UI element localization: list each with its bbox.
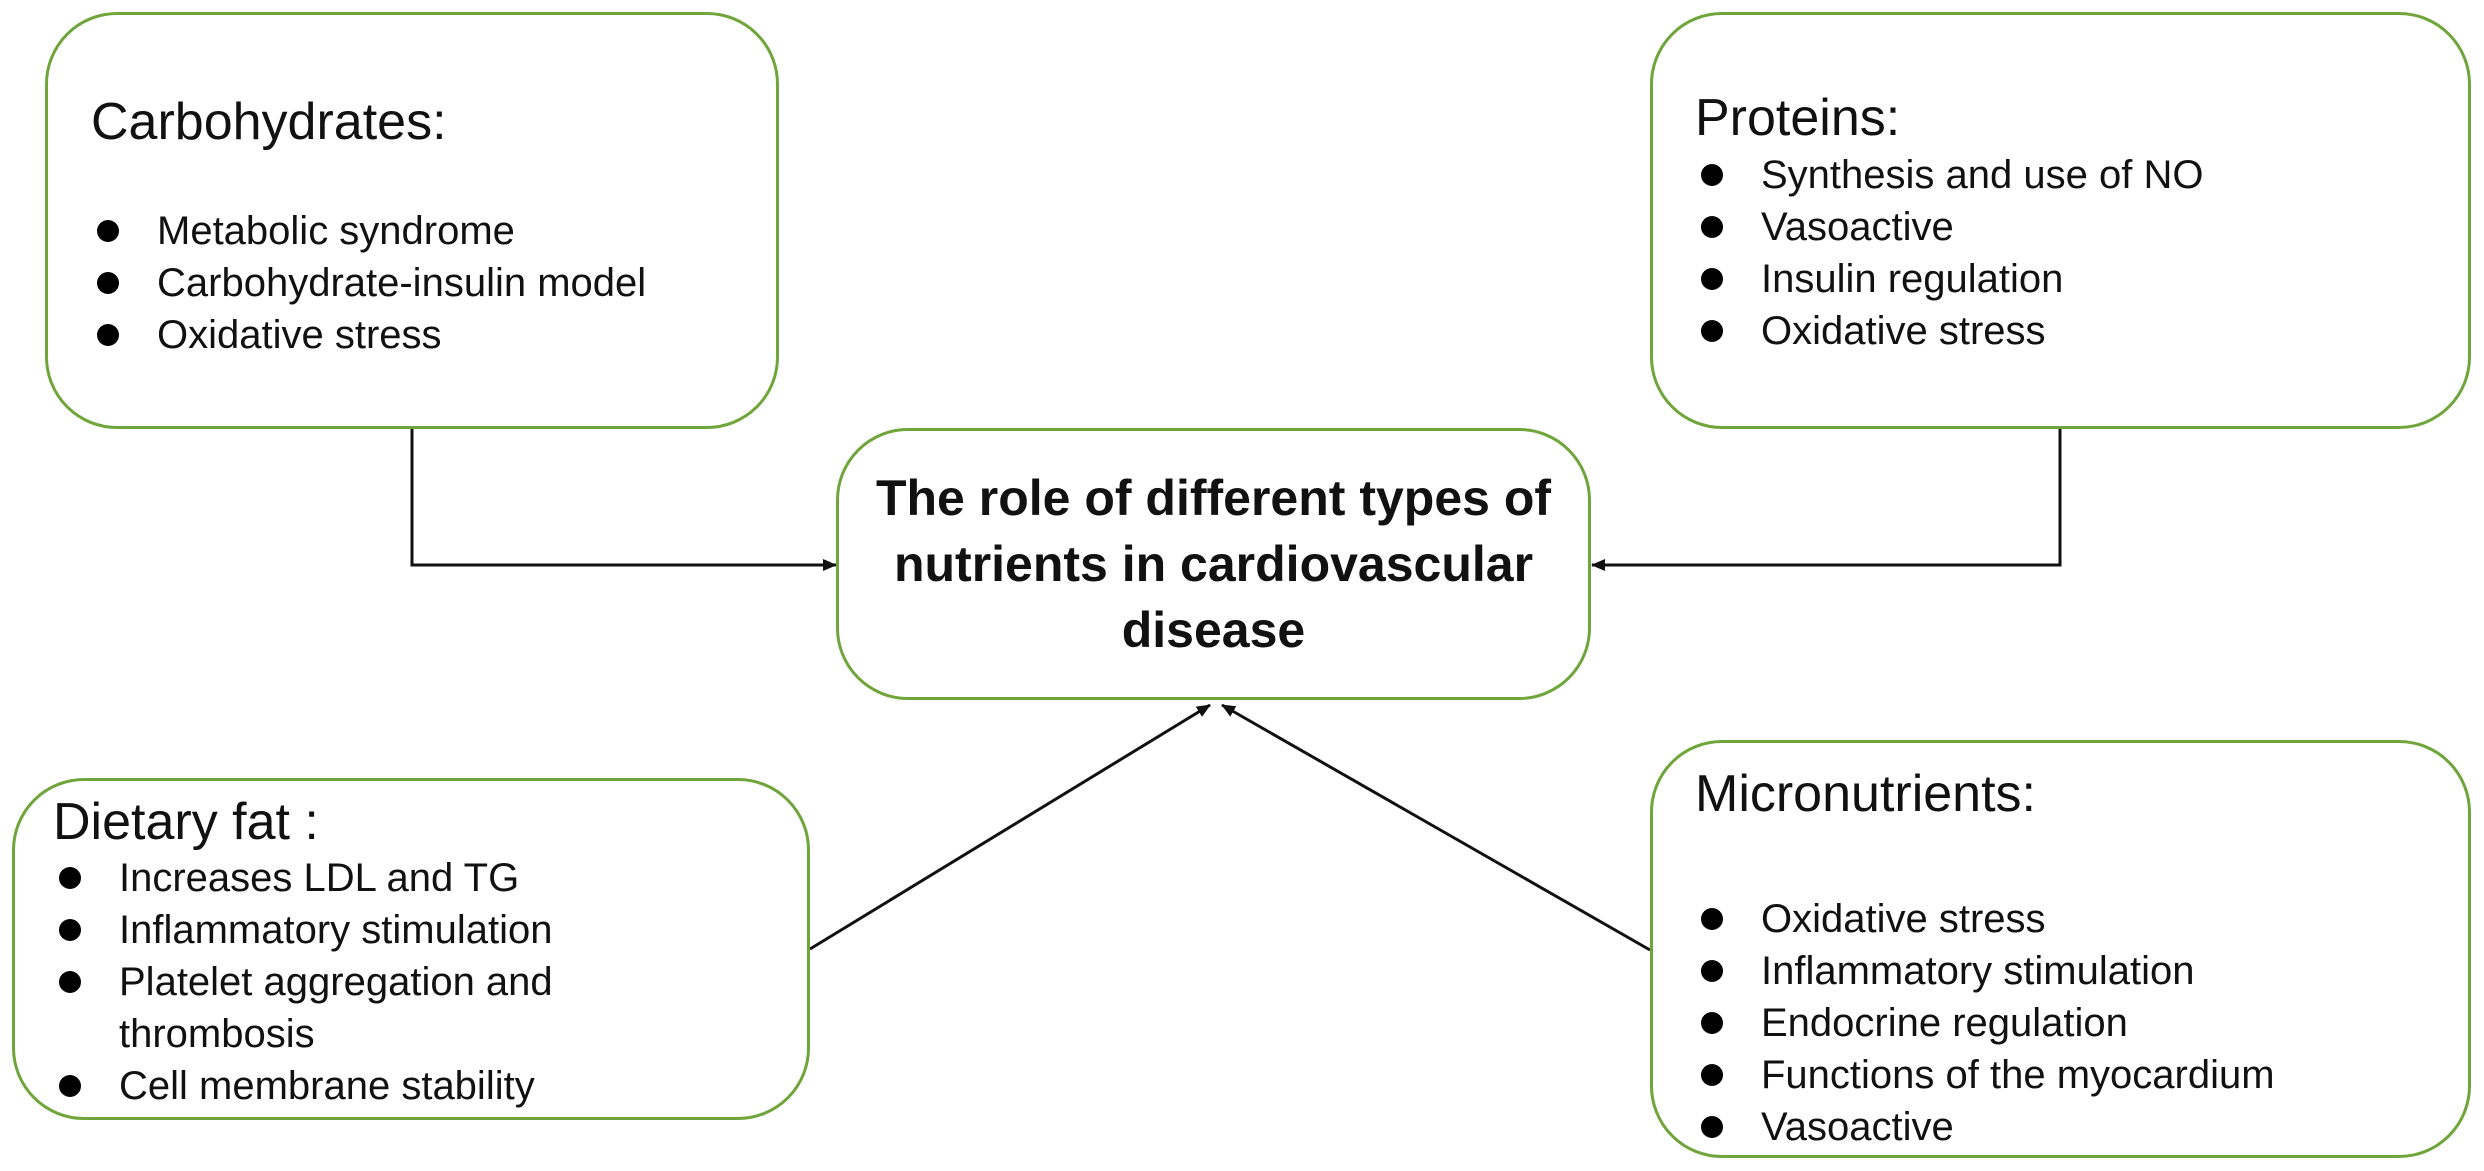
bullet-dot bbox=[97, 220, 119, 242]
bullet-dot bbox=[1701, 908, 1723, 930]
list-item: Oxidative stress bbox=[91, 309, 646, 361]
list-item: Oxidative stress bbox=[1695, 305, 2203, 357]
list-item: Functions of the myocardium bbox=[1695, 1049, 2275, 1101]
carbohydrates-title: Carbohydrates: bbox=[91, 93, 447, 151]
bullet-dot bbox=[59, 919, 81, 941]
list-item: Inflammatory stimulation bbox=[53, 904, 653, 956]
list-item: Increases LDL and TG bbox=[53, 852, 653, 904]
micronutrients-box: Micronutrients: Oxidative stress Inflamm… bbox=[1650, 740, 2471, 1158]
arrow-dietary-fat-to-center bbox=[809, 703, 1211, 951]
center-title: The role of different types of nutrients… bbox=[875, 470, 1552, 658]
list-item: Vasoactive bbox=[1695, 1101, 2275, 1153]
proteins-title: Proteins: bbox=[1695, 89, 1901, 147]
list-item: Carbohydrate-insulin model bbox=[91, 257, 646, 309]
bullet-dot bbox=[1701, 164, 1723, 186]
arrow-micronutrients-to-center bbox=[1221, 703, 1651, 952]
proteins-list: Synthesis and use of NO Vasoactive Insul… bbox=[1695, 149, 2203, 357]
list-item: Cell membrane stability bbox=[53, 1060, 653, 1112]
proteins-box: Proteins: Synthesis and use of NO Vasoac… bbox=[1650, 12, 2471, 429]
carbohydrates-list: Metabolic syndrome Carbohydrate-insulin … bbox=[91, 205, 646, 361]
bullet-dot bbox=[59, 1075, 81, 1097]
dietary-fat-box: Dietary fat : Increases LDL and TG Infla… bbox=[12, 778, 810, 1120]
bullet-dot bbox=[1701, 1064, 1723, 1086]
bullet-dot bbox=[97, 272, 119, 294]
list-item: Endocrine regulation bbox=[1695, 997, 2275, 1049]
list-item: Vasoactive bbox=[1695, 201, 2203, 253]
carbohydrates-box: Carbohydrates: Metabolic syndrome Carboh… bbox=[45, 12, 779, 429]
micronutrients-list: Oxidative stress Inflammatory stimulatio… bbox=[1695, 893, 2275, 1153]
arrow-carbohydrates-to-center bbox=[410, 429, 837, 571]
dietary-fat-list: Increases LDL and TG Inflammatory stimul… bbox=[53, 852, 653, 1112]
list-item: Synthesis and use of NO bbox=[1695, 149, 2203, 201]
bullet-dot bbox=[97, 324, 119, 346]
list-item: Insulin regulation bbox=[1695, 253, 2203, 305]
bullet-dot bbox=[1701, 268, 1723, 290]
dietary-fat-title: Dietary fat : bbox=[53, 793, 319, 851]
micronutrients-title: Micronutrients: bbox=[1695, 765, 2036, 823]
bullet-dot bbox=[1701, 1116, 1723, 1138]
bullet-dot bbox=[59, 971, 81, 993]
bullet-dot bbox=[1701, 1012, 1723, 1034]
list-item: Oxidative stress bbox=[1695, 893, 2275, 945]
bullet-dot bbox=[59, 867, 81, 889]
bullet-dot bbox=[1701, 320, 1723, 342]
center-box: The role of different types of nutrients… bbox=[836, 428, 1591, 700]
list-item: Platelet aggregation and thrombosis bbox=[53, 956, 653, 1060]
bullet-dot bbox=[1701, 960, 1723, 982]
list-item: Inflammatory stimulation bbox=[1695, 945, 2275, 997]
arrow-proteins-to-center bbox=[1591, 429, 2062, 571]
list-item: Metabolic syndrome bbox=[91, 205, 646, 257]
bullet-dot bbox=[1701, 216, 1723, 238]
